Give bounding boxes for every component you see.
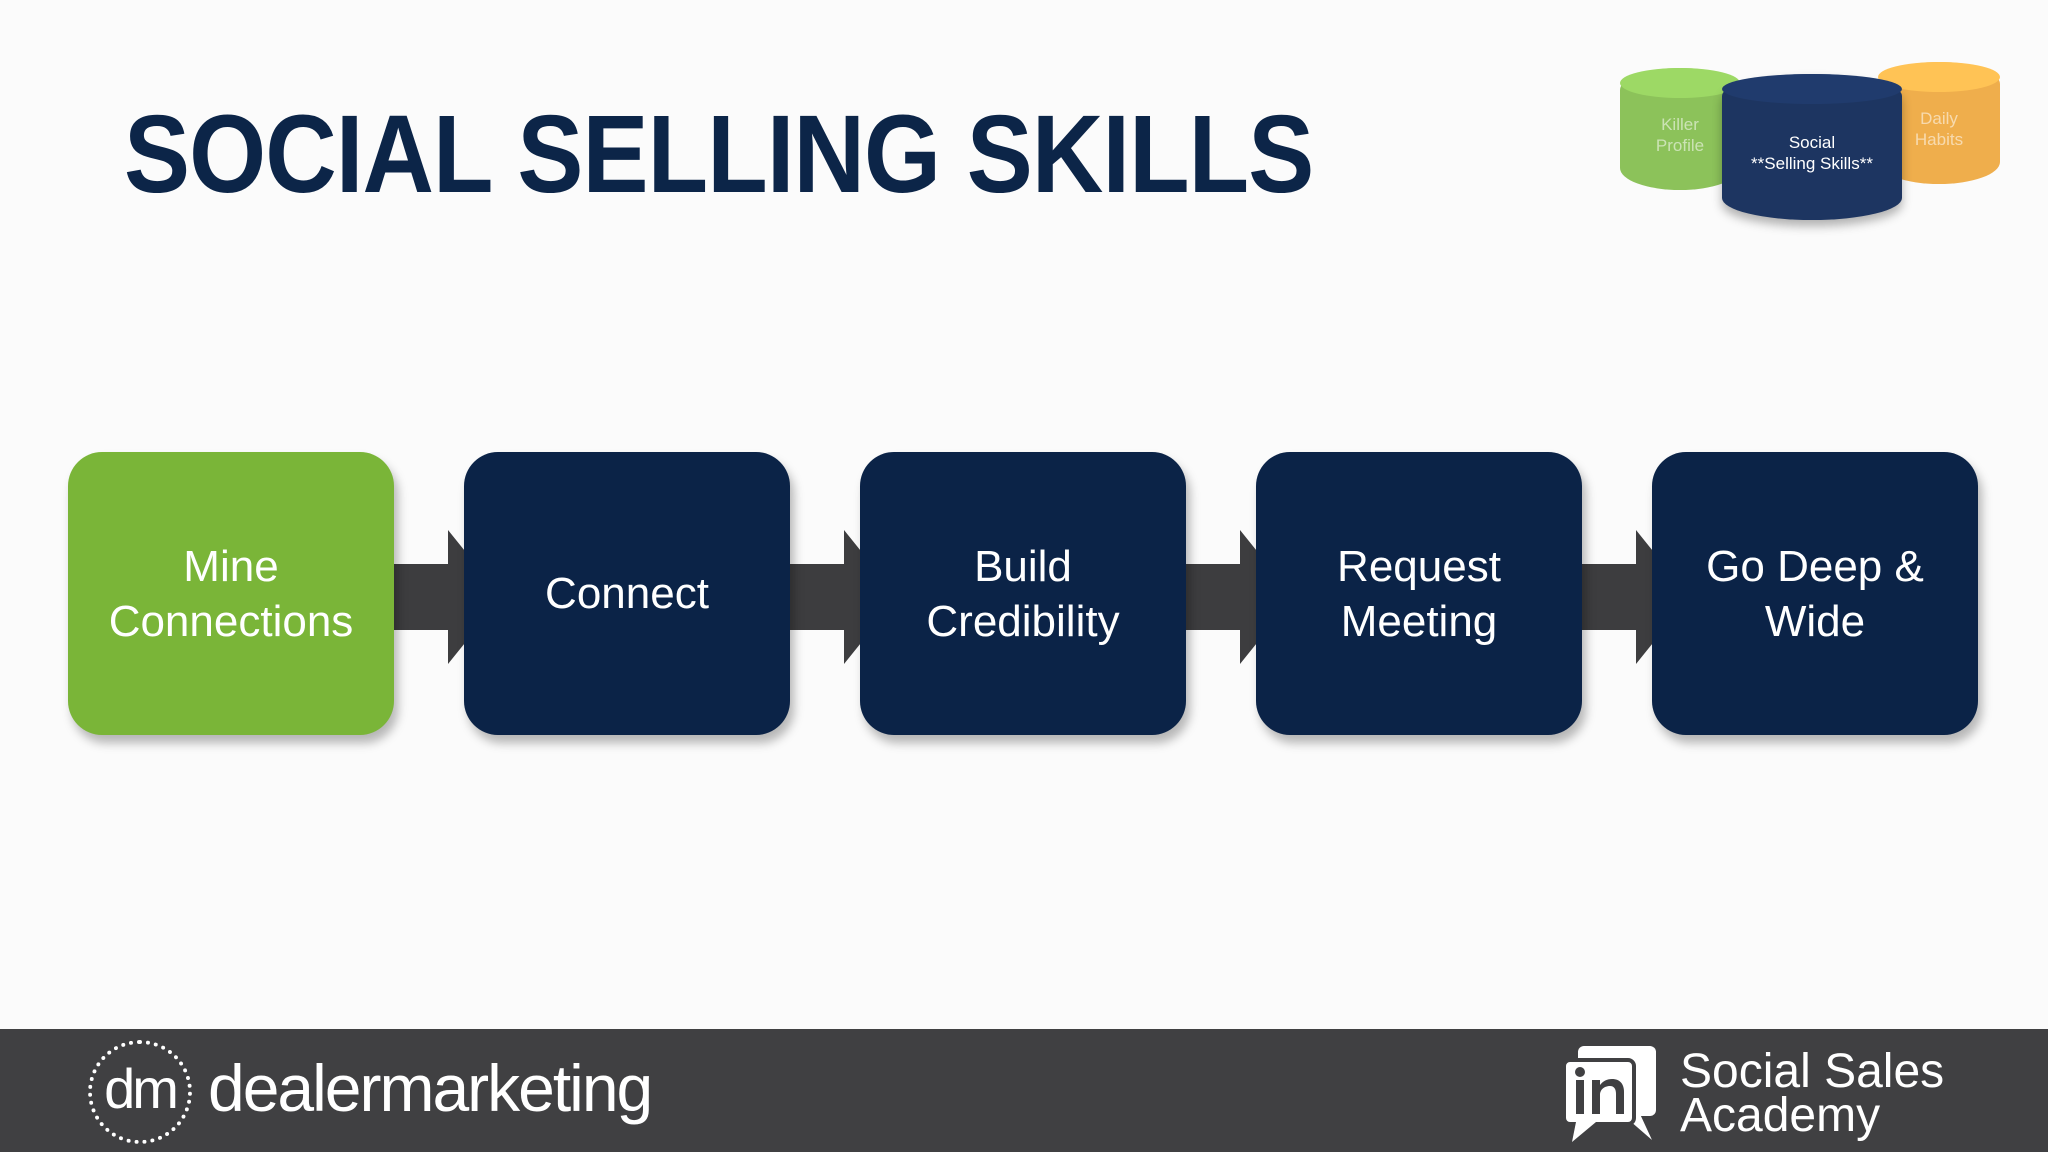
linkedin-chat-bubble-icon [1562,1044,1658,1144]
pillar-killer-profile: Killer Profile [1620,68,1740,190]
dm-logo-mark: dm [88,1040,192,1144]
pillar-social-selling-skills: Social **Selling Skills** [1722,74,1902,220]
pillar-top [1722,74,1902,104]
step-label: Go Deep & Wide [1706,541,1924,646]
step-build-credibility: Build Credibility [860,452,1186,735]
step-label: Mine Connections [108,541,354,646]
step-mine-connections: Mine Connections [68,452,394,735]
step-label: Request Meeting [1337,541,1501,646]
pillar-top [1620,68,1740,98]
pillars-graphic: Killer Profile Daily Habits Social **Sel… [1620,60,2000,230]
step-label: Build Credibility [926,541,1120,646]
step-connect: Connect [464,452,790,735]
slide-title: SOCIAL SELLING SKILLS [124,93,1314,216]
footer-bar [0,1029,2048,1152]
pillar-label: Daily Habits [1914,109,1964,150]
social-sales-academy-logo: Social Sales Academy [1562,1044,1944,1144]
pillar-label: Social **Selling Skills** [1751,133,1873,174]
step-go-deep-wide: Go Deep & Wide [1652,452,1978,735]
dealermarketing-logo: dm dealermarketing [88,1037,653,1147]
social-sales-academy-text: Social Sales Academy [1680,1045,1945,1142]
step-label: Connect [545,569,709,618]
step-request-meeting: Request Meeting [1256,452,1582,735]
dealermarketing-wordmark: dealermarketing [208,1051,653,1125]
pillar-label: Killer Profile [1655,115,1705,156]
